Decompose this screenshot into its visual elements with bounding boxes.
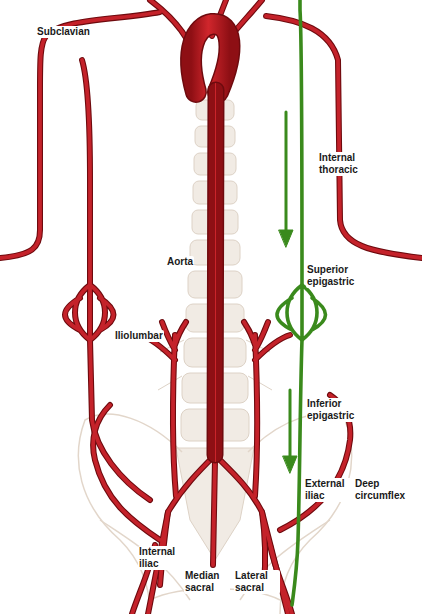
vessel-label: Internal thoracic [318, 152, 370, 176]
vessel-label: Inferior epigastric [306, 398, 366, 422]
aorta [191, 24, 229, 455]
vessel-label: Lateral sacral [234, 570, 280, 594]
vessel-label: Aorta [166, 256, 194, 268]
vessel-label: Superior epigastric [306, 264, 366, 288]
vessel-label: Deep circumflex [354, 478, 414, 502]
vessel-label: External iliac [304, 478, 352, 502]
vessel-label: Subclavian [36, 26, 91, 38]
collateral-pathway [277, 0, 326, 605]
vessel-label: Internal iliac [138, 546, 186, 570]
flow-arrow [279, 112, 297, 473]
vessel-label: Median sacral [184, 570, 230, 594]
vessel-label: Iliolumbar [114, 330, 164, 342]
